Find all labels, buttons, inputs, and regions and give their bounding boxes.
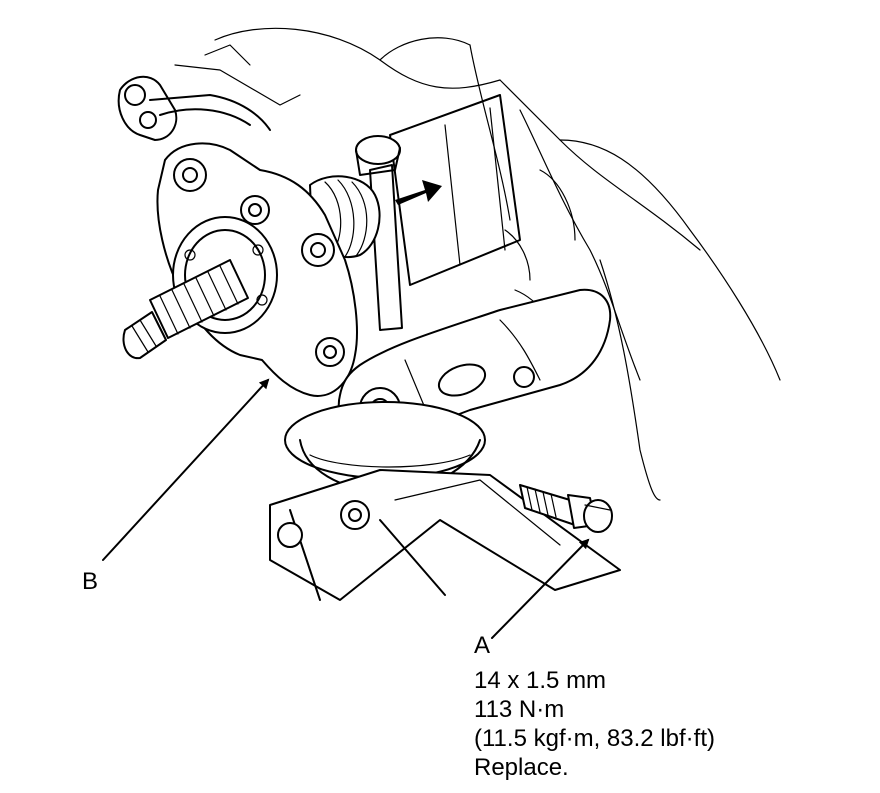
- callout-a-label: A: [474, 632, 491, 659]
- callout-b-leader: [102, 378, 270, 561]
- forward-arrow-icon: [395, 180, 442, 205]
- body-panel-lines: [214, 27, 781, 501]
- bolt-size: 14 x 1.5 mm: [474, 667, 607, 694]
- axle-shaft: [122, 259, 249, 360]
- strut-assembly: [355, 94, 521, 331]
- flange-bolt: [519, 484, 613, 533]
- torque-alt-units: (11.5 kgf·m, 83.2 lbf·ft): [474, 725, 715, 752]
- subframe: [269, 401, 621, 601]
- bolt-spec: 14 x 1.5 mm 113 N·m (11.5 kgf·m, 83.2 lb…: [474, 666, 715, 782]
- torque-nm: 113 N·m: [474, 696, 565, 723]
- callout-b-label: B: [82, 568, 99, 595]
- replace-note: Replace.: [474, 754, 569, 781]
- callout-a-leader: [491, 538, 590, 639]
